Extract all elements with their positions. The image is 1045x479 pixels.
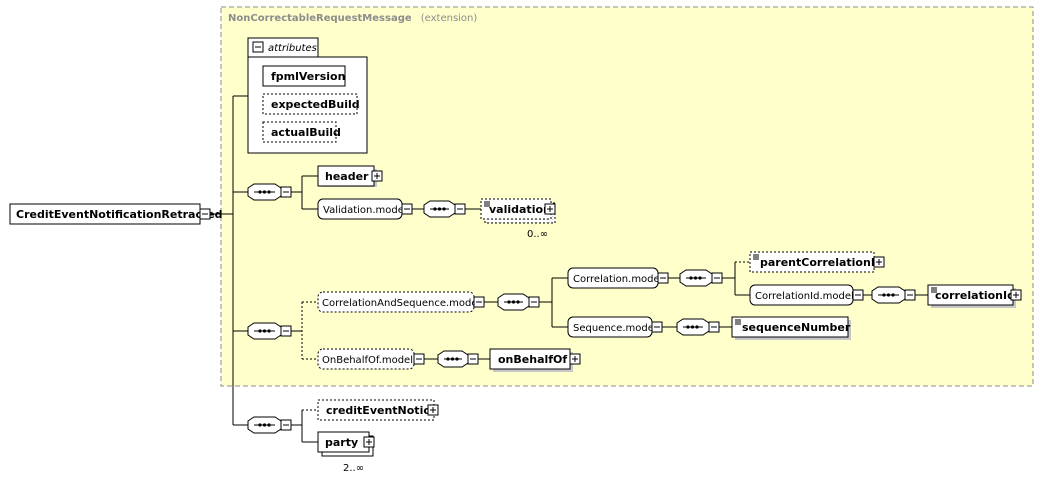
element-validation[interactable]: validation <box>480 198 556 224</box>
group-on-behalf-of-model-label: OnBehalfOf.model <box>322 355 413 366</box>
attribute-actual-build[interactable]: actualBuild <box>262 121 341 143</box>
collapse-icon[interactable] <box>280 186 292 198</box>
expand-icon[interactable] <box>544 203 556 215</box>
party-occurrence: 2..∞ <box>343 463 364 474</box>
group-correlation-id-model-label: CorrelationId.model <box>755 291 854 302</box>
element-correlation-id-label: correlationId <box>935 289 1015 302</box>
group-correlation-model[interactable]: Correlation.model <box>567 267 662 289</box>
group-on-behalf-of-model[interactable]: OnBehalfOf.model <box>317 348 415 370</box>
sequence-compositor-icon[interactable] <box>247 416 282 434</box>
sequence-compositor-icon[interactable] <box>247 322 282 340</box>
svg-text:NonCorrectableRequestMessage: NonCorrectableRequestMessage (extension) <box>228 6 477 25</box>
expand-icon[interactable] <box>873 256 885 268</box>
collapse-icon[interactable] <box>711 272 723 284</box>
sequence-compositor-icon[interactable] <box>437 350 469 368</box>
sequence-compositor-icon[interactable] <box>679 269 713 287</box>
element-party[interactable]: party <box>317 431 374 457</box>
collapse-icon[interactable] <box>708 321 720 333</box>
element-credit-event-notice-label: creditEventNotice <box>326 404 437 417</box>
expand-icon[interactable] <box>569 353 581 365</box>
group-correlation-id-model[interactable]: CorrelationId.model <box>749 284 854 306</box>
sequence-compositor-icon[interactable] <box>676 318 710 336</box>
sequence-compositor-icon[interactable] <box>871 286 906 304</box>
element-header[interactable]: header <box>317 165 377 187</box>
collapse-icon[interactable] <box>904 289 916 301</box>
group-validation-model[interactable]: Validation.model <box>317 198 407 220</box>
expand-icon[interactable] <box>363 436 375 448</box>
element-sequence-number[interactable]: sequenceNumber <box>731 316 851 340</box>
sequence-compositor-icon[interactable] <box>423 200 456 218</box>
element-party-label: party <box>325 436 358 449</box>
element-parent-correlation-id[interactable]: parentCorrelationId <box>749 251 883 273</box>
collapse-icon[interactable] <box>401 203 413 215</box>
validation-occurrence: 0..∞ <box>527 229 548 240</box>
attributes-title: attributes <box>268 43 317 54</box>
group-correlation-and-sequence-model[interactable]: CorrelationAndSequence.model <box>317 291 480 313</box>
collapse-icon[interactable] <box>280 325 292 337</box>
collapse-icon[interactable] <box>473 296 485 308</box>
element-sequence-number-label: sequenceNumber <box>742 321 851 334</box>
attribute-fpml-version-label: fpmlVersion <box>271 70 345 83</box>
sequence-compositor-icon[interactable] <box>247 183 282 201</box>
element-credit-event-notice[interactable]: creditEventNotice <box>317 399 437 421</box>
element-validation-label: validation <box>489 203 551 216</box>
attributes-collapse-icon[interactable] <box>252 41 264 53</box>
element-on-behalf-of[interactable]: onBehalfOf <box>489 348 573 372</box>
root-collapse-icon[interactable] <box>199 208 211 220</box>
collapse-icon[interactable] <box>657 272 669 284</box>
attribute-expected-build-label: expectedBuild <box>271 98 360 111</box>
collapse-icon[interactable] <box>413 353 425 365</box>
sequence-compositor-icon[interactable] <box>497 293 530 311</box>
collapse-icon[interactable] <box>852 289 864 301</box>
attribute-fpml-version[interactable]: fpmlVersion <box>262 65 346 87</box>
collapse-icon[interactable] <box>280 419 292 431</box>
collapse-icon[interactable] <box>454 203 466 215</box>
element-parent-correlation-id-label: parentCorrelationId <box>760 256 883 269</box>
root-element-label: CreditEventNotificationRetracted <box>16 208 223 221</box>
group-validation-model-label: Validation.model <box>323 205 407 216</box>
attribute-actual-build-label: actualBuild <box>271 126 341 139</box>
collapse-icon[interactable] <box>467 353 479 365</box>
element-on-behalf-of-label: onBehalfOf <box>498 353 567 366</box>
collapse-icon[interactable] <box>651 321 663 333</box>
expand-icon[interactable] <box>1010 289 1022 301</box>
expand-icon[interactable] <box>371 170 383 182</box>
extension-note-label: (extension) <box>421 13 478 24</box>
group-correlation-and-sequence-model-label: CorrelationAndSequence.model <box>322 298 480 309</box>
group-sequence-model-label: Sequence.model <box>573 323 657 334</box>
expand-icon[interactable] <box>427 404 439 416</box>
collapse-icon[interactable] <box>528 296 540 308</box>
element-correlation-id[interactable]: correlationId <box>927 284 1016 308</box>
group-correlation-model-label: Correlation.model <box>573 274 662 285</box>
element-header-label: header <box>325 170 369 183</box>
root-element-node[interactable]: CreditEventNotificationRetracted <box>9 203 223 225</box>
attribute-expected-build[interactable]: expectedBuild <box>262 93 360 115</box>
group-sequence-model[interactable]: Sequence.model <box>567 316 657 338</box>
extension-base-label: NonCorrectableRequestMessage <box>228 13 412 24</box>
